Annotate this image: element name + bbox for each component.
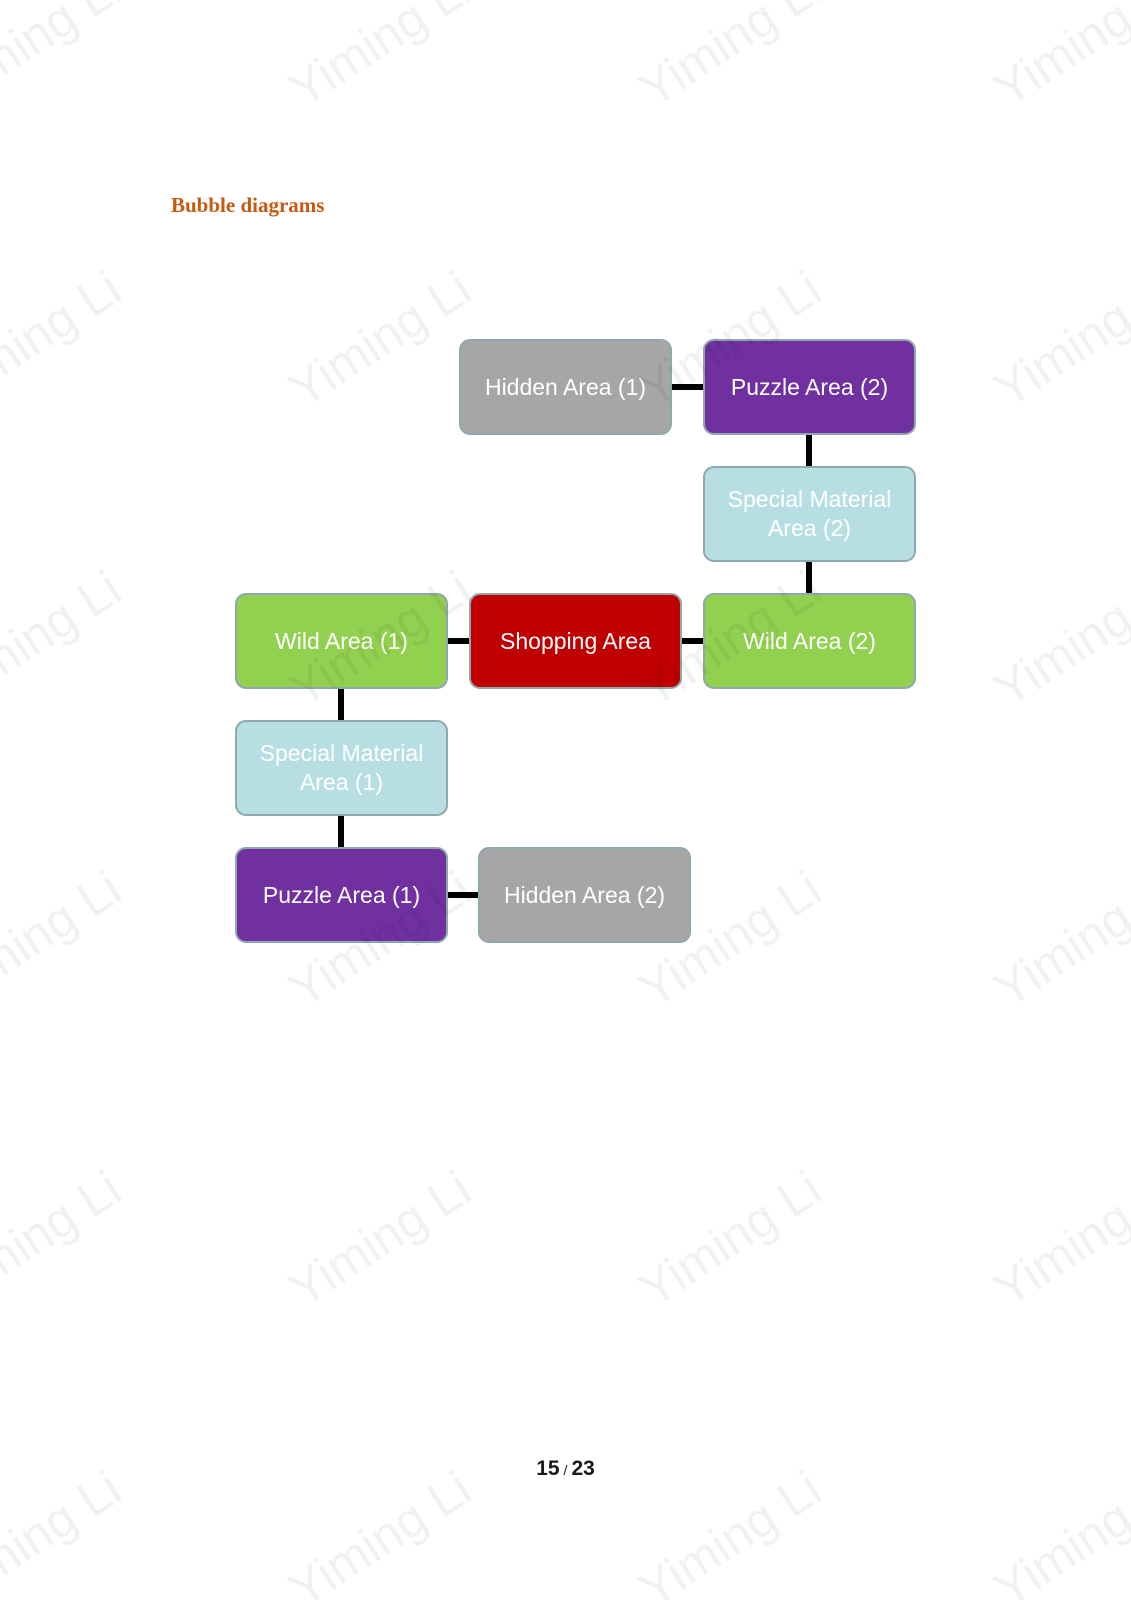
- node-hidden-area-1: Hidden Area (1): [459, 339, 672, 435]
- connector-puzzle2-special2: [806, 434, 812, 468]
- connector-special2-wild2: [806, 561, 812, 595]
- node-special-material-area-2: Special Material Area (2): [703, 466, 916, 562]
- watermark: Yiming Li: [279, 1160, 481, 1318]
- connector-wild1-special1: [338, 688, 344, 722]
- watermark: Yiming Li: [0, 1160, 131, 1318]
- bubble-diagram: Hidden Area (1) Puzzle Area (2) Special …: [235, 339, 916, 943]
- connector-wild1-shopping: [446, 638, 473, 644]
- connector-special1-puzzle1: [338, 815, 344, 849]
- node-hidden-area-2: Hidden Area (2): [478, 847, 691, 943]
- connector-hidden1-puzzle2: [671, 384, 703, 390]
- section-title: Bubble diagrams: [171, 193, 325, 217]
- page-separator: /: [563, 1462, 568, 1478]
- connector-puzzle1-hidden2: [446, 892, 482, 898]
- node-puzzle-area-1: Puzzle Area (1): [235, 847, 448, 943]
- node-special-material-area-1: Special Material Area (1): [235, 720, 448, 816]
- watermark: Yiming Li: [984, 1160, 1131, 1318]
- watermark: Yiming Li: [629, 1160, 831, 1318]
- node-wild-area-1: Wild Area (1): [235, 593, 448, 689]
- node-shopping-area: Shopping Area: [469, 593, 682, 689]
- page-current: 15: [536, 1457, 560, 1480]
- node-wild-area-2: Wild Area (2): [703, 593, 916, 689]
- connector-shopping-wild2: [680, 638, 703, 644]
- node-puzzle-area-2: Puzzle Area (2): [703, 339, 916, 435]
- page-number: 15/23: [0, 1457, 1131, 1481]
- page-total: 23: [571, 1457, 595, 1480]
